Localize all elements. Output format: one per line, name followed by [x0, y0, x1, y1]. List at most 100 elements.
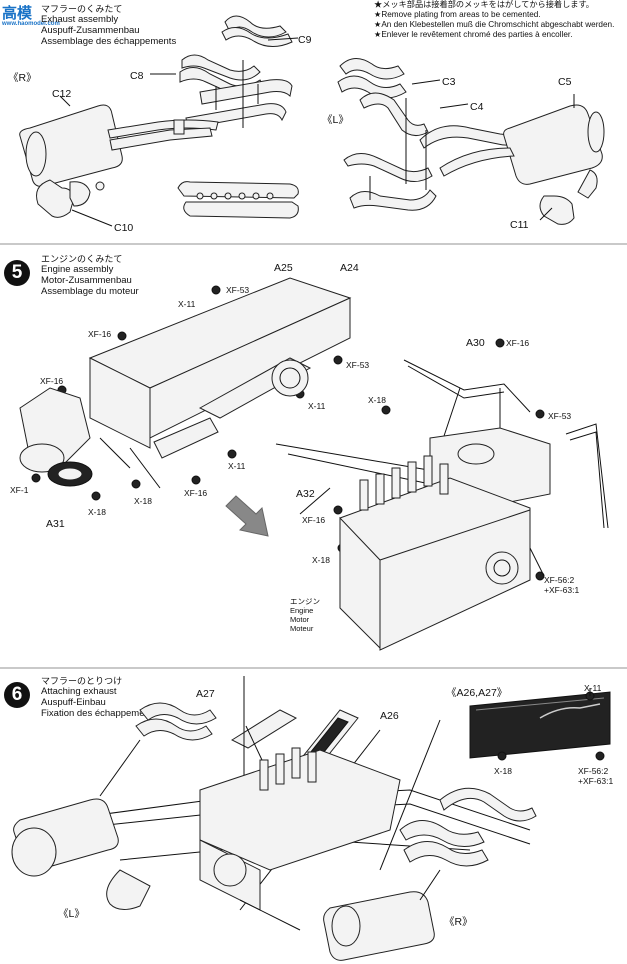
paint-x11: X-11: [308, 401, 326, 411]
part-a24: A24: [340, 262, 359, 274]
paint-xf16: XF-16: [184, 488, 208, 498]
part-c5: C5: [558, 76, 572, 88]
engine-caption-fr: Moteur: [290, 624, 314, 633]
paint-xf1: XF-1: [10, 485, 29, 495]
paint-xf63: +XF-63:1: [544, 585, 580, 595]
part-c12: C12: [52, 88, 72, 100]
paint-xf53: XF-53: [548, 411, 572, 421]
paint-drop-icon: [31, 473, 41, 483]
note-line: ★メッキ部品は接着部のメッキをはがしてから接着します。: [374, 0, 594, 9]
step4-drawing: [19, 15, 605, 227]
part-a27: A27: [196, 688, 215, 700]
section-divider: [0, 243, 627, 245]
paint-drop-icon: [595, 751, 605, 761]
chassis-engine-drawing: [59, 719, 531, 931]
paint-x11: X-11: [178, 299, 196, 309]
part-a30: A30: [466, 337, 485, 349]
watermark-logo: 高模 www.haomodel.com: [2, 2, 60, 27]
step4-title-ja: マフラーのくみたて: [41, 4, 123, 14]
paint-xf16: XF-16: [302, 515, 326, 525]
step5-title-ja: エンジンのくみたて: [41, 254, 123, 264]
muffler-c5-drawing: [439, 94, 605, 225]
step6-title-de: Auspuff-Einbau: [41, 697, 106, 708]
paint-x18: X-18: [312, 555, 330, 565]
note-line: ★Enlever le revêtement chromé des partie…: [374, 30, 573, 39]
paint-xf63: +XF-63:1: [578, 776, 614, 786]
paint-drop-icon: [211, 285, 221, 295]
step6-title-fr: Fixation des échappements: [41, 708, 158, 719]
paint-drop-icon: [91, 491, 101, 501]
paint-x11: X-11: [228, 461, 246, 471]
paint-xf16: XF-16: [40, 376, 64, 386]
part-c10: C10: [114, 222, 134, 234]
paint-mix: XF-56:2 +XF-63:1: [544, 575, 579, 595]
direction-arrow-icon: [225, 495, 269, 537]
part-c8: C8: [130, 70, 144, 82]
watermark-char-2: 模: [17, 5, 33, 22]
header-c8-c9-drawing: [150, 15, 299, 129]
step6-drawing: [11, 676, 611, 961]
paint-xf16: XF-16: [88, 329, 112, 339]
watermark-char: 高: [2, 5, 18, 22]
step6-title-ja: マフラーのとりつけ: [41, 676, 123, 686]
step-number-badge: 6: [4, 682, 30, 708]
paint-xf16: XF-16: [506, 338, 530, 348]
paint-mix: XF-56:2 +XF-63:1: [578, 766, 613, 786]
side-label-left: 《L》: [322, 114, 349, 126]
part-c3: C3: [442, 76, 456, 88]
step-number-badge: 5: [4, 260, 30, 286]
paint-x18: X-18: [494, 766, 512, 776]
part-c11: C11: [510, 219, 529, 231]
paint-x11: X-11: [584, 683, 602, 693]
engine-frame-drawing: [275, 359, 609, 651]
step5-drawing: [19, 277, 609, 651]
part-c4: C4: [470, 101, 484, 113]
part-c9: C9: [298, 34, 312, 46]
part-a32: A32: [296, 488, 315, 500]
paint-x18: X-18: [88, 507, 106, 517]
section-divider: [0, 667, 627, 669]
step4-title-de: Auspuff-Zusammenbau: [41, 25, 140, 36]
paint-drop-icon: [333, 355, 343, 365]
part-a26: A26: [380, 710, 399, 722]
step5-title-en: Engine assembly: [41, 264, 114, 275]
paint-drop-icon: [495, 338, 505, 348]
note-line: ★Remove plating from areas to be cemente…: [374, 10, 541, 19]
side-label-right: 《R》: [444, 916, 473, 928]
paint-drop-icon: [191, 475, 201, 485]
inset-title: 《A26,A27》: [446, 687, 508, 699]
exhaust-right-drawing: [323, 787, 537, 961]
step5-title-fr: Assemblage du moteur: [41, 286, 139, 297]
paint-drop-icon: [117, 331, 127, 341]
muffler-c12-drawing: [19, 95, 219, 227]
engine-caption-en: Engine: [290, 606, 314, 615]
exhaust-pipe-drawing: [177, 181, 299, 219]
cement-notes: ★メッキ部品は接着部のメッキをはがしてから接着します。 ★Remove plat…: [374, 0, 627, 40]
exhaust-left-drawing: [11, 702, 217, 910]
paint-xf56: XF-56:2: [578, 766, 609, 776]
paint-x18: X-18: [134, 496, 152, 506]
heat-shield-inset-drawing: [469, 688, 611, 761]
engine-caption-ja: エンジン: [290, 597, 320, 606]
paint-drop-icon: [381, 405, 391, 415]
step4-title-fr: Assemblage des échappements: [41, 36, 177, 47]
step6-title-en: Attaching exhaust: [41, 686, 117, 697]
paint-drop-icon: [535, 409, 545, 419]
paint-drop-icon: [333, 505, 343, 515]
side-label-right: 《R》: [8, 72, 37, 84]
paint-drop-icon: [131, 479, 141, 489]
paint-xf56: XF-56:2: [544, 575, 575, 585]
paint-xf53: XF-53: [226, 285, 250, 295]
paint-xf53: XF-53: [346, 360, 370, 370]
part-a31: A31: [46, 518, 65, 530]
side-label-left: 《L》: [58, 908, 85, 920]
engine-parts-drawing: [19, 277, 352, 489]
paint-drop-icon: [227, 449, 237, 459]
paint-drop-icon: [497, 751, 507, 761]
step5-title-de: Motor-Zusammenbau: [41, 275, 132, 286]
header-c3-c4-drawing: [337, 58, 525, 211]
step4-title-en: Exhaust assembly: [41, 14, 119, 25]
note-line: ★An den Klebestellen muß die Chromschich…: [374, 20, 615, 29]
watermark-url: www.haomodel.com: [2, 21, 60, 27]
part-a25: A25: [274, 262, 293, 274]
